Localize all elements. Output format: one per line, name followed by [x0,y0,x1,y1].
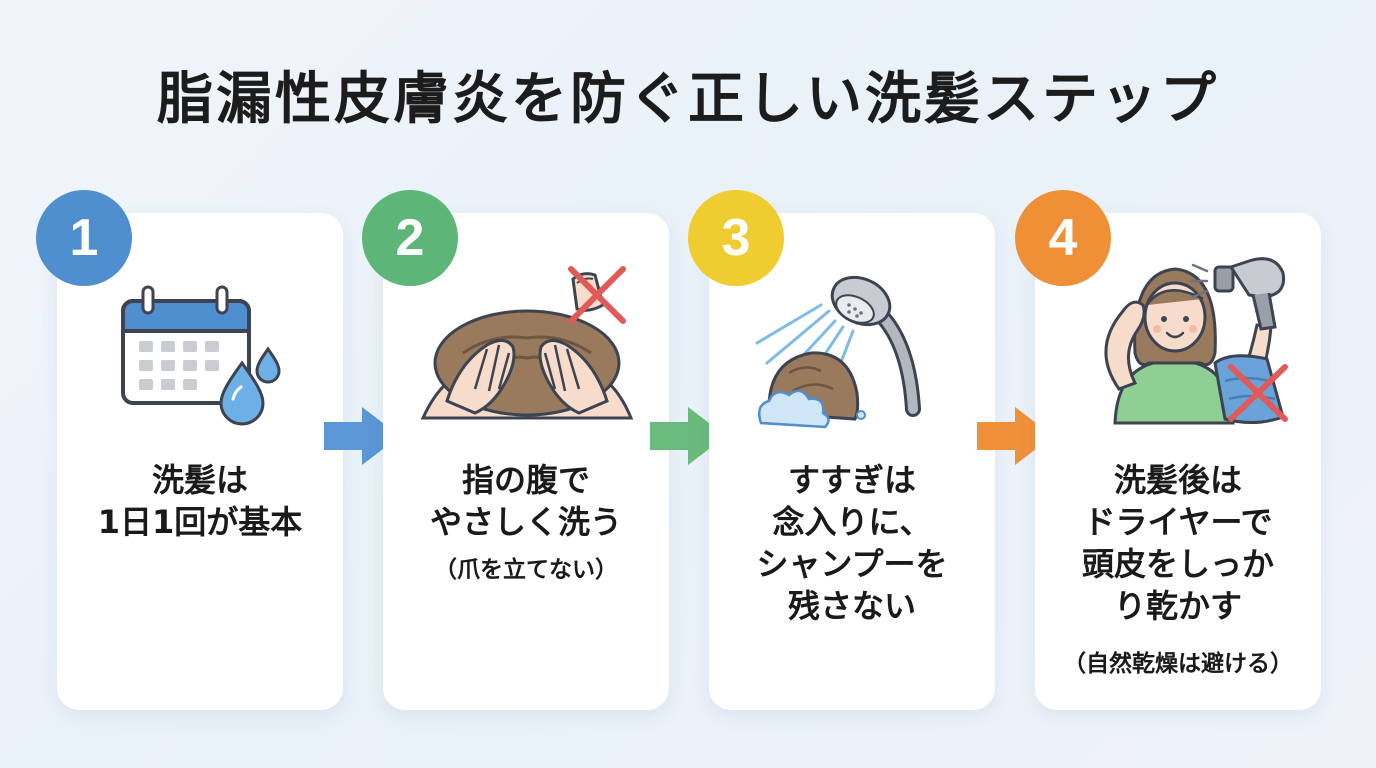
step-note-2: （爪を立てない） [434,557,618,583]
step-line: 洗髪は [151,461,248,499]
step-text-2: 指の腹で やさしく洗う [383,459,669,543]
step-line: 洗髪後は [1113,461,1242,499]
step-text-1: 洗髪は 1日1回が基本 [57,459,343,543]
fingertip-scalp-massage-icon [420,266,634,420]
step-note-4: （自然乾燥は避ける） [1063,651,1293,677]
step-badge-1: 1 [36,190,132,286]
step-card-4: 洗髪後は ドライヤーで 頭皮をしっか り乾かす （自然乾燥は避ける） [1035,213,1321,710]
step-line: 念入りに、 [772,503,932,541]
step-line: 1日1回が基本 [97,503,303,541]
step-line: 残さない [787,587,916,625]
step-line: ドライヤーで [1083,503,1273,541]
step-text-4: 洗髪後は ドライヤーで 頭皮をしっか り乾かす [1035,459,1321,627]
shower-rinse-icon [755,275,921,429]
step-line: 指の腹で [461,461,590,499]
step-badge-4: 4 [1015,190,1111,286]
step-text-3: すすぎは 念入りに、 シャンプーを 残さない [709,459,995,627]
step-card-3: すすぎは 念入りに、 シャンプーを 残さない [709,213,995,710]
step-line: り乾かす [1113,587,1242,625]
arrow-right-icon [324,407,400,465]
step-line: すすぎは [787,461,916,499]
page-title: 脂漏性皮膚炎を防ぐ正しい洗髪ステップ [157,67,1219,132]
cross-icon [568,266,626,324]
step-line: やさしく洗う [429,503,622,541]
hair-dryer-icon [1104,257,1288,425]
arrow-right-icon [977,407,1053,465]
step-line: 頭皮をしっか [1081,545,1274,583]
towel-icon [1213,354,1285,424]
step-badge-2: 2 [362,190,458,286]
step-badge-3: 3 [688,190,784,286]
step-line: シャンプーを [756,545,948,583]
step-card-2: 指の腹で やさしく洗う （爪を立てない） [383,213,669,710]
calendar-water-drop-icon [121,285,281,426]
cross-icon [1228,364,1288,422]
step-card-1: 洗髪は 1日1回が基本 [57,213,343,710]
arrow-right-icon [650,407,726,465]
